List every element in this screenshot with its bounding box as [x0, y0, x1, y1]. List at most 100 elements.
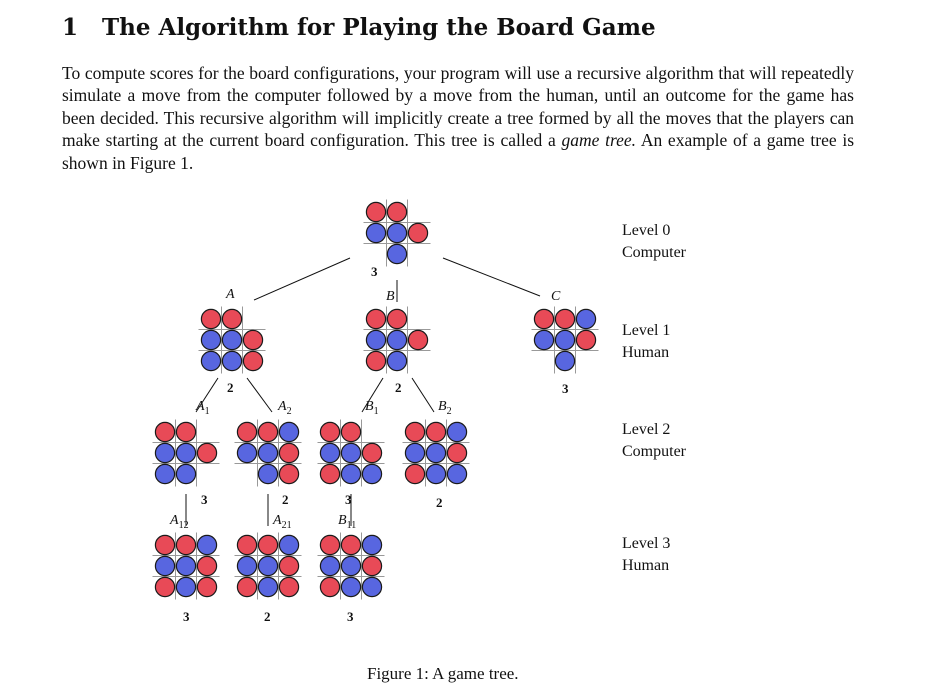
blue-piece [533, 329, 555, 351]
blue-piece [196, 534, 218, 556]
edge-B-B1 [361, 377, 384, 413]
blue-piece [575, 308, 597, 330]
figure-caption: Figure 1: A game tree. [367, 664, 519, 684]
node-label-subscript: 1 [205, 406, 210, 417]
blue-piece [257, 576, 279, 598]
blue-piece [236, 555, 258, 577]
blue-piece [361, 534, 383, 556]
blue-piece [257, 442, 279, 464]
level-2-label: Level 2 Computer [622, 419, 686, 463]
board-B11 [317, 532, 385, 600]
level-2-title: Level 2 [622, 421, 671, 438]
node-label-letter: B11 [338, 513, 356, 531]
blue-piece [425, 442, 447, 464]
red-piece [278, 555, 300, 577]
node-label-A1: A1 [195, 399, 210, 417]
red-piece [242, 329, 264, 351]
node-label-A2: A2 [277, 399, 292, 417]
level-1-label: Level 1 Human [622, 320, 670, 364]
red-piece [236, 421, 258, 443]
node-score-B1: 3 [345, 492, 352, 507]
blue-piece [340, 442, 362, 464]
blue-piece [154, 463, 176, 485]
node-label-C: C [551, 289, 561, 304]
node-label-letter: A1 [195, 399, 210, 417]
level-0-player: Computer [622, 244, 686, 261]
red-piece [278, 576, 300, 598]
node-score-B: 2 [395, 380, 402, 395]
node-label-subscript: 21 [282, 520, 292, 531]
node-score-A12: 3 [183, 609, 190, 624]
red-piece [361, 442, 383, 464]
node-label-subscript: 1 [374, 406, 379, 417]
node-score-A21: 2 [264, 609, 271, 624]
blue-piece [386, 350, 408, 372]
level-3-label: Level 3 Human [622, 533, 670, 577]
red-piece [365, 201, 387, 223]
edge-A-A2 [246, 377, 273, 413]
red-piece [575, 329, 597, 351]
red-piece [386, 308, 408, 330]
red-piece [236, 534, 258, 556]
blue-piece [386, 243, 408, 265]
blue-piece [221, 329, 243, 351]
red-piece [319, 534, 341, 556]
node-label-B11: B11 [338, 513, 356, 531]
red-piece [242, 350, 264, 372]
red-piece [404, 421, 426, 443]
red-piece [236, 576, 258, 598]
red-piece [319, 576, 341, 598]
intro-term: game tree. [561, 130, 637, 151]
red-piece [319, 421, 341, 443]
red-piece [154, 534, 176, 556]
red-piece [175, 534, 197, 556]
board-C [531, 306, 599, 374]
level-3-player: Human [622, 557, 670, 574]
blue-piece [386, 222, 408, 244]
red-piece [386, 201, 408, 223]
caption-text: A game tree. [432, 664, 519, 683]
red-piece [446, 442, 468, 464]
node-label-letter: C [551, 289, 561, 304]
blue-piece [278, 534, 300, 556]
board-A21 [234, 532, 302, 600]
blue-piece [154, 555, 176, 577]
blue-piece [257, 555, 279, 577]
level-1-title: Level 1 [622, 322, 671, 339]
level-0-title: Level 0 [622, 222, 671, 239]
blue-piece [175, 576, 197, 598]
caption-label: Figure 1: [367, 664, 429, 683]
red-piece [533, 308, 555, 330]
board-B2 [402, 419, 470, 487]
red-piece [361, 555, 383, 577]
blue-piece [554, 329, 576, 351]
blue-piece [361, 463, 383, 485]
blue-piece [175, 442, 197, 464]
red-piece [340, 534, 362, 556]
red-piece [196, 576, 218, 598]
edge-root-A [253, 257, 351, 301]
red-piece [278, 442, 300, 464]
level-0-label: Level 0 Computer [622, 220, 686, 264]
node-label-B: B [386, 289, 395, 304]
node-label-letter: A21 [272, 513, 292, 531]
red-piece [340, 421, 362, 443]
node-score-C: 3 [562, 381, 569, 396]
blue-piece [221, 350, 243, 372]
section-number: 1 [62, 14, 79, 41]
node-label-B2: B2 [438, 399, 452, 417]
red-piece [319, 463, 341, 485]
red-piece [365, 350, 387, 372]
blue-piece [319, 555, 341, 577]
node-label-subscript: 2 [287, 406, 292, 417]
blue-piece [340, 555, 362, 577]
blue-piece [278, 421, 300, 443]
blue-piece [386, 329, 408, 351]
red-piece [196, 442, 218, 464]
blue-piece [200, 350, 222, 372]
blue-piece [446, 463, 468, 485]
blue-piece [200, 329, 222, 351]
blue-piece [257, 463, 279, 485]
